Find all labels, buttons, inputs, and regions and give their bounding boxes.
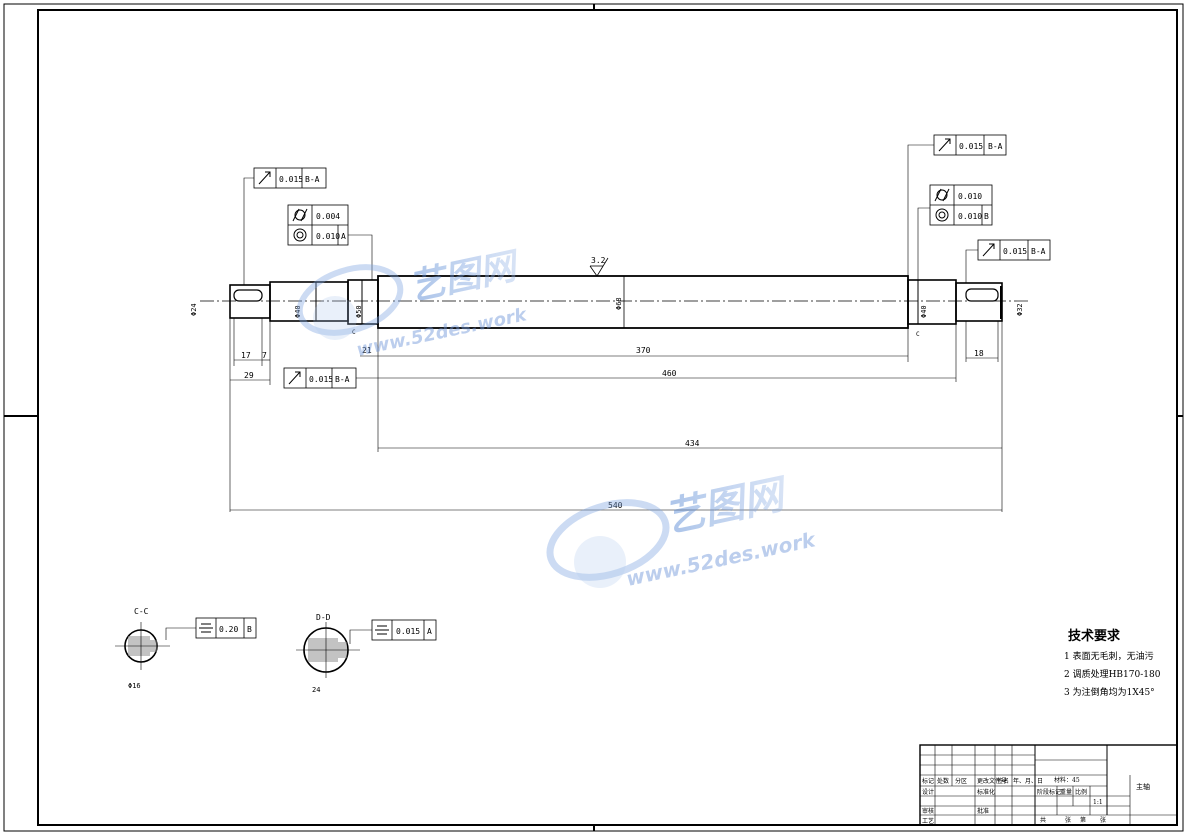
- runout-icon: [258, 171, 271, 185]
- svg-text:B: B: [984, 212, 989, 221]
- svg-text:3.2: 3.2: [591, 256, 606, 265]
- svg-text:艺图网: 艺图网: [405, 245, 524, 309]
- section-c-c: C-C Φ16 0.20 B: [115, 607, 257, 690]
- svg-text:签名: 签名: [997, 777, 1009, 785]
- svg-text:B-A: B-A: [335, 375, 350, 384]
- dimension-lines: 17 7 29 21 370 18 460 434 540: [229, 318, 1003, 512]
- svg-text:0.015: 0.015: [1003, 247, 1027, 256]
- svg-text:0.015: 0.015: [396, 627, 420, 636]
- svg-text:处数: 处数: [937, 777, 949, 785]
- svg-text:张: 张: [1065, 816, 1071, 824]
- cylindricity-icon: [292, 208, 308, 222]
- dim-540: 540: [608, 501, 623, 510]
- outer-frame: [3, 3, 1184, 832]
- svg-text:www.52des.work: www.52des.work: [355, 304, 530, 361]
- shaft-drawing: Φ24 Φ40 Φ50 Φ68 Φ40 Φ32 C C: [190, 275, 1030, 338]
- material-label: 材料：45: [1054, 776, 1080, 784]
- svg-text:Φ68: Φ68: [615, 297, 623, 310]
- svg-text:Φ50: Φ50: [355, 305, 363, 318]
- svg-text:Φ16: Φ16: [128, 682, 141, 690]
- svg-text:更改文件号: 更改文件号: [977, 777, 1007, 785]
- concentricity-icon: [293, 228, 307, 242]
- svg-text:标记: 标记: [922, 777, 934, 785]
- svg-text:艺图网: 艺图网: [661, 471, 794, 542]
- cylindricity-icon: [934, 188, 950, 202]
- dim-18: 18: [974, 349, 984, 358]
- tolerance-frame-3: 0.015 B-A: [283, 367, 378, 389]
- svg-text:分区: 分区: [955, 777, 967, 785]
- dim-434: 434: [685, 439, 700, 448]
- svg-text:0.010: 0.010: [316, 232, 340, 241]
- svg-text:C: C: [916, 331, 920, 338]
- svg-text:设计: 设计: [922, 788, 934, 796]
- runout-icon: [938, 138, 951, 152]
- svg-text:A: A: [341, 232, 346, 241]
- svg-text:0.015: 0.015: [959, 142, 983, 151]
- svg-text:Φ40: Φ40: [920, 305, 928, 318]
- svg-text:D-D: D-D: [316, 613, 331, 622]
- tech-requirement-1: 1 表面无毛刺，无油污: [1064, 650, 1154, 662]
- svg-text:www.52des.work: www.52des.work: [624, 527, 819, 591]
- svg-text:B-A: B-A: [305, 175, 320, 184]
- watermark-2: 艺图网 www.52des.work: [546, 471, 819, 591]
- surface-roughness-symbol: 3.2: [589, 256, 609, 277]
- watermark-1: 艺图网 www.52des.work: [296, 245, 530, 361]
- symmetry-icon: [199, 623, 213, 633]
- svg-text:工艺: 工艺: [922, 817, 934, 825]
- dim-17: 17: [241, 351, 251, 360]
- dim-29: 29: [244, 371, 254, 380]
- svg-text:A: A: [427, 627, 432, 636]
- tech-requirement-3: 3 为注倒角均为1X45°: [1064, 686, 1155, 698]
- part-name: 主轴: [1136, 782, 1150, 791]
- svg-text:0.015: 0.015: [279, 175, 303, 184]
- svg-text:Φ40: Φ40: [294, 305, 302, 318]
- tech-requirements: 技术要求 1 表面无毛刺，无油污 2 调质处理HB170-180 3 为注倒角均…: [1064, 628, 1161, 698]
- dim-460: 460: [662, 369, 677, 378]
- svg-text:0.004: 0.004: [316, 212, 340, 221]
- inner-frame: [37, 9, 1178, 826]
- scale-label: 1:1: [1093, 799, 1103, 806]
- svg-text:比例: 比例: [1075, 788, 1087, 796]
- svg-text:C: C: [352, 329, 356, 336]
- runout-icon: [288, 371, 301, 385]
- tolerance-frame-5: 0.010 0.010 B: [917, 184, 993, 280]
- svg-text:0.010: 0.010: [958, 212, 982, 221]
- svg-text:B: B: [247, 625, 252, 634]
- section-d-d: D-D 24 0.015 A: [296, 613, 437, 694]
- concentricity-icon: [935, 208, 949, 222]
- svg-text:0.20: 0.20: [219, 625, 238, 634]
- title-block: 标记 处数 分区 更改文件号 签名 年、月、日 设计 标准化 审核 工艺 批准 …: [919, 744, 1178, 826]
- runout-icon: [982, 243, 995, 257]
- dim-21: 21: [362, 346, 372, 355]
- svg-text:标准化: 标准化: [977, 788, 995, 796]
- tech-requirements-title: 技术要求: [1068, 628, 1121, 644]
- svg-text:审核: 审核: [922, 807, 934, 815]
- svg-text:共: 共: [1040, 816, 1046, 824]
- svg-text:阶段标记: 阶段标记: [1037, 788, 1061, 796]
- svg-text:B-A: B-A: [988, 142, 1003, 151]
- svg-text:重量: 重量: [1060, 788, 1072, 796]
- svg-text:批准: 批准: [977, 807, 989, 815]
- tolerance-frame-4: 0.015 B-A: [907, 134, 1007, 276]
- dim-370: 370: [636, 346, 651, 355]
- svg-text:0.010: 0.010: [958, 192, 982, 201]
- tolerance-frame-2: 0.004 0.010 A: [287, 204, 373, 280]
- svg-text:年、月、日: 年、月、日: [1013, 777, 1043, 785]
- svg-text:C-C: C-C: [134, 607, 149, 616]
- svg-text:Φ32: Φ32: [1016, 303, 1024, 316]
- dim-7: 7: [262, 351, 267, 360]
- svg-text:B-A: B-A: [1031, 247, 1046, 256]
- svg-text:24: 24: [312, 686, 320, 694]
- svg-text:张: 张: [1100, 816, 1106, 824]
- symmetry-icon: [375, 625, 389, 635]
- tolerance-frame-6: 0.015 B-A: [965, 239, 1051, 283]
- tech-requirement-2: 2 调质处理HB170-180: [1064, 668, 1161, 680]
- svg-text:0.015: 0.015: [309, 375, 333, 384]
- tolerance-frame-1: 0.015 B-A: [243, 167, 327, 285]
- svg-text:第: 第: [1080, 816, 1086, 824]
- svg-text:Φ24: Φ24: [190, 303, 198, 316]
